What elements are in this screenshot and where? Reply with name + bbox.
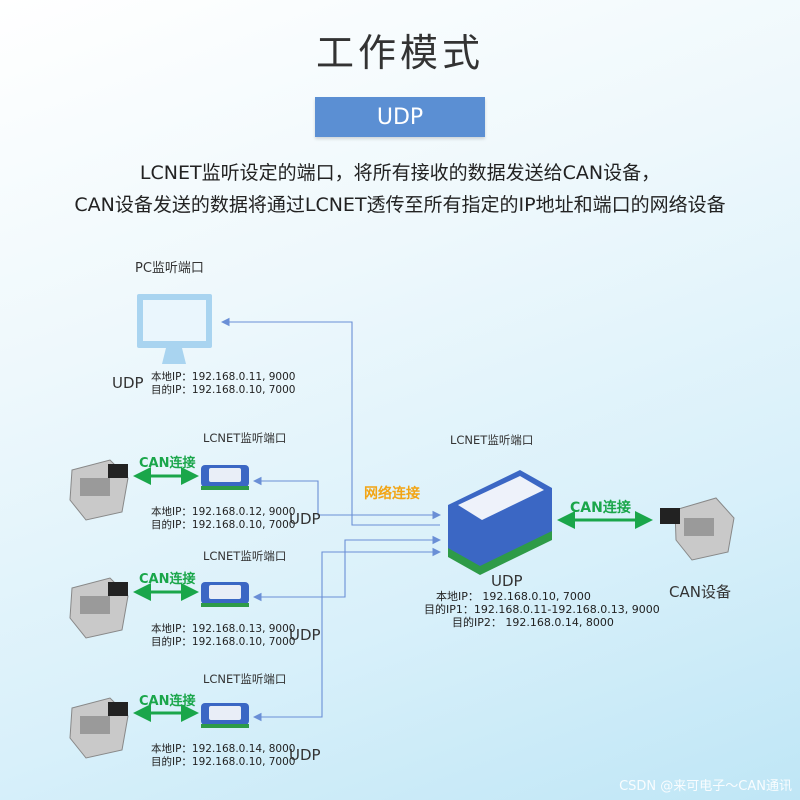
main-local-ip: 本地IP： 192.168.0.10, 7000: [436, 590, 591, 603]
network-link-label: 网络连接: [364, 486, 420, 502]
pc-target-ip: 目的IP：192.168.0.10, 7000: [151, 384, 296, 396]
node1-can-link: CAN连接: [139, 456, 196, 471]
pc-protocol: UDP: [112, 374, 144, 392]
mode-badge: UDP: [315, 97, 485, 137]
node3-target-ip: 目的IP：192.168.0.10, 7000: [151, 756, 296, 768]
node3-protocol: UDP: [289, 746, 321, 764]
node1-link-line: [252, 476, 442, 520]
node1-protocol: UDP: [289, 510, 321, 528]
node1-target-ip: 目的IP：192.168.0.10, 7000: [151, 519, 296, 531]
node3-link-line: [252, 547, 442, 722]
pc-port-title: PC监听端口: [135, 261, 204, 276]
can-device-label: CAN设备: [669, 583, 731, 601]
pc-monitor-icon: [137, 294, 212, 364]
lcnet-module-icon-2: [201, 582, 249, 607]
node1-local-ip: 本地IP：192.168.0.12, 9000: [151, 506, 296, 518]
node1-port-title: LCNET监听端口: [203, 431, 287, 445]
node2-protocol: UDP: [289, 626, 321, 644]
can-device-icon-2: [69, 577, 129, 639]
node2-local-ip: 本地IP：192.168.0.13, 9000: [151, 623, 296, 635]
description-line-1: LCNET监听设定的端口，将所有接收的数据发送给CAN设备，: [139, 162, 661, 184]
main-target-ip1: 目的IP1：192.168.0.11-192.168.0.13, 9000: [424, 603, 660, 616]
node3-can-link: CAN连接: [139, 694, 196, 709]
pc-link-line: [220, 317, 440, 526]
main-protocol: UDP: [491, 572, 523, 590]
lcnet-module-icon-1: [201, 465, 249, 490]
can-device-icon-3: [69, 697, 129, 759]
node2-can-link: CAN连接: [139, 572, 196, 587]
watermark: CSDN @来可电子～CAN通讯: [619, 779, 792, 794]
lcnet-module-icon-3: [201, 703, 249, 728]
node2-target-ip: 目的IP：192.168.0.10, 7000: [151, 636, 296, 648]
node2-port-title: LCNET监听端口: [203, 549, 287, 563]
main-lcnet-device-icon: [448, 470, 552, 575]
node3-local-ip: 本地IP：192.168.0.14, 8000: [151, 743, 296, 755]
can-device-icon-main: [660, 497, 735, 561]
main-target-ip2: 目的IP2： 192.168.0.14, 8000: [452, 616, 614, 629]
description-line-2: CAN设备发送的数据将通过LCNET透传至所有指定的IP地址和端口的网络设备: [74, 194, 726, 216]
main-port-title: LCNET监听端口: [450, 433, 534, 447]
main-can-link: CAN连接: [570, 500, 631, 516]
node3-port-title: LCNET监听端口: [203, 672, 287, 686]
page-title: 工作模式: [315, 31, 484, 75]
pc-local-ip: 本地IP：192.168.0.11, 9000: [151, 371, 296, 383]
can-device-icon-1: [69, 459, 129, 521]
